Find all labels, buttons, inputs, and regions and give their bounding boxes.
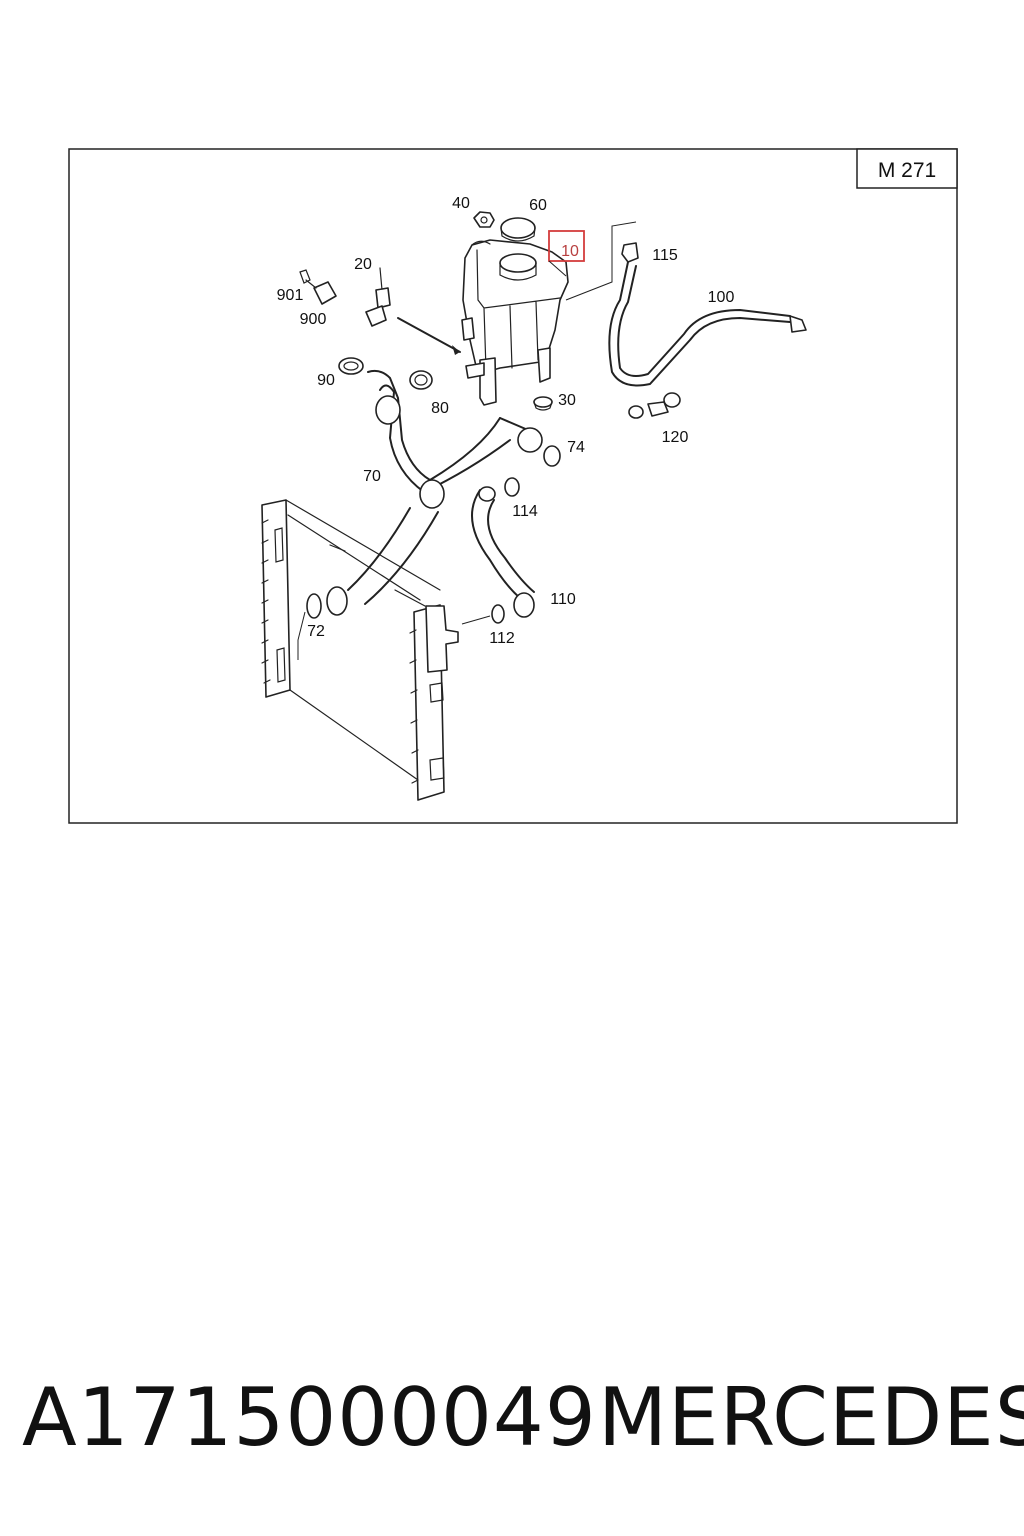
cap-60 [500,217,536,242]
part-number: A1715000049 [22,1371,597,1464]
callout-110[interactable]: 110 [550,591,576,608]
callout-900[interactable]: 900 [300,311,327,328]
highlight-box-10[interactable] [548,230,585,262]
callout-901[interactable]: 901 [277,287,304,304]
callout-112[interactable]: 112 [489,630,515,647]
expansion-tank [461,239,569,406]
callout-70[interactable]: 70 [363,468,381,485]
callout-30[interactable]: 30 [558,392,576,409]
seal-72 [306,586,348,619]
seal-74 [499,417,561,467]
callout-74[interactable]: 74 [567,439,585,456]
brand-name: MERCEDES [598,1371,1024,1464]
clamp-80 [409,370,433,390]
callout-20[interactable]: 20 [354,256,372,273]
nut-40 [473,211,495,228]
grommet-30 [533,396,553,411]
engine-code: M 271 [878,159,936,182]
clip-115 [621,242,639,263]
callout-90[interactable]: 90 [317,372,335,389]
seal-112 [491,604,505,624]
callout-40[interactable]: 40 [452,195,470,212]
callout-80[interactable]: 80 [431,400,449,417]
seal-114 [504,477,520,497]
callout-100[interactable]: 100 [708,289,735,306]
hose-70 [347,369,511,605]
callout-114[interactable]: 114 [512,503,538,520]
clamp-120 [628,392,681,419]
pipe-100 [608,261,807,387]
callout-72[interactable]: 72 [307,623,325,640]
clamp-90 [338,357,364,375]
footer: A1715000049 MERCEDES [0,1370,1024,1480]
callout-120[interactable]: 120 [662,429,689,446]
engine-code-box [856,148,958,189]
callout-115[interactable]: 115 [652,247,678,264]
connector-900 [299,269,337,305]
callout-10[interactable]: 10 [561,243,579,260]
sensor-20 [365,267,391,327]
callout-60[interactable]: 60 [529,197,547,214]
hose-110 [471,486,535,618]
radiator [261,499,459,801]
